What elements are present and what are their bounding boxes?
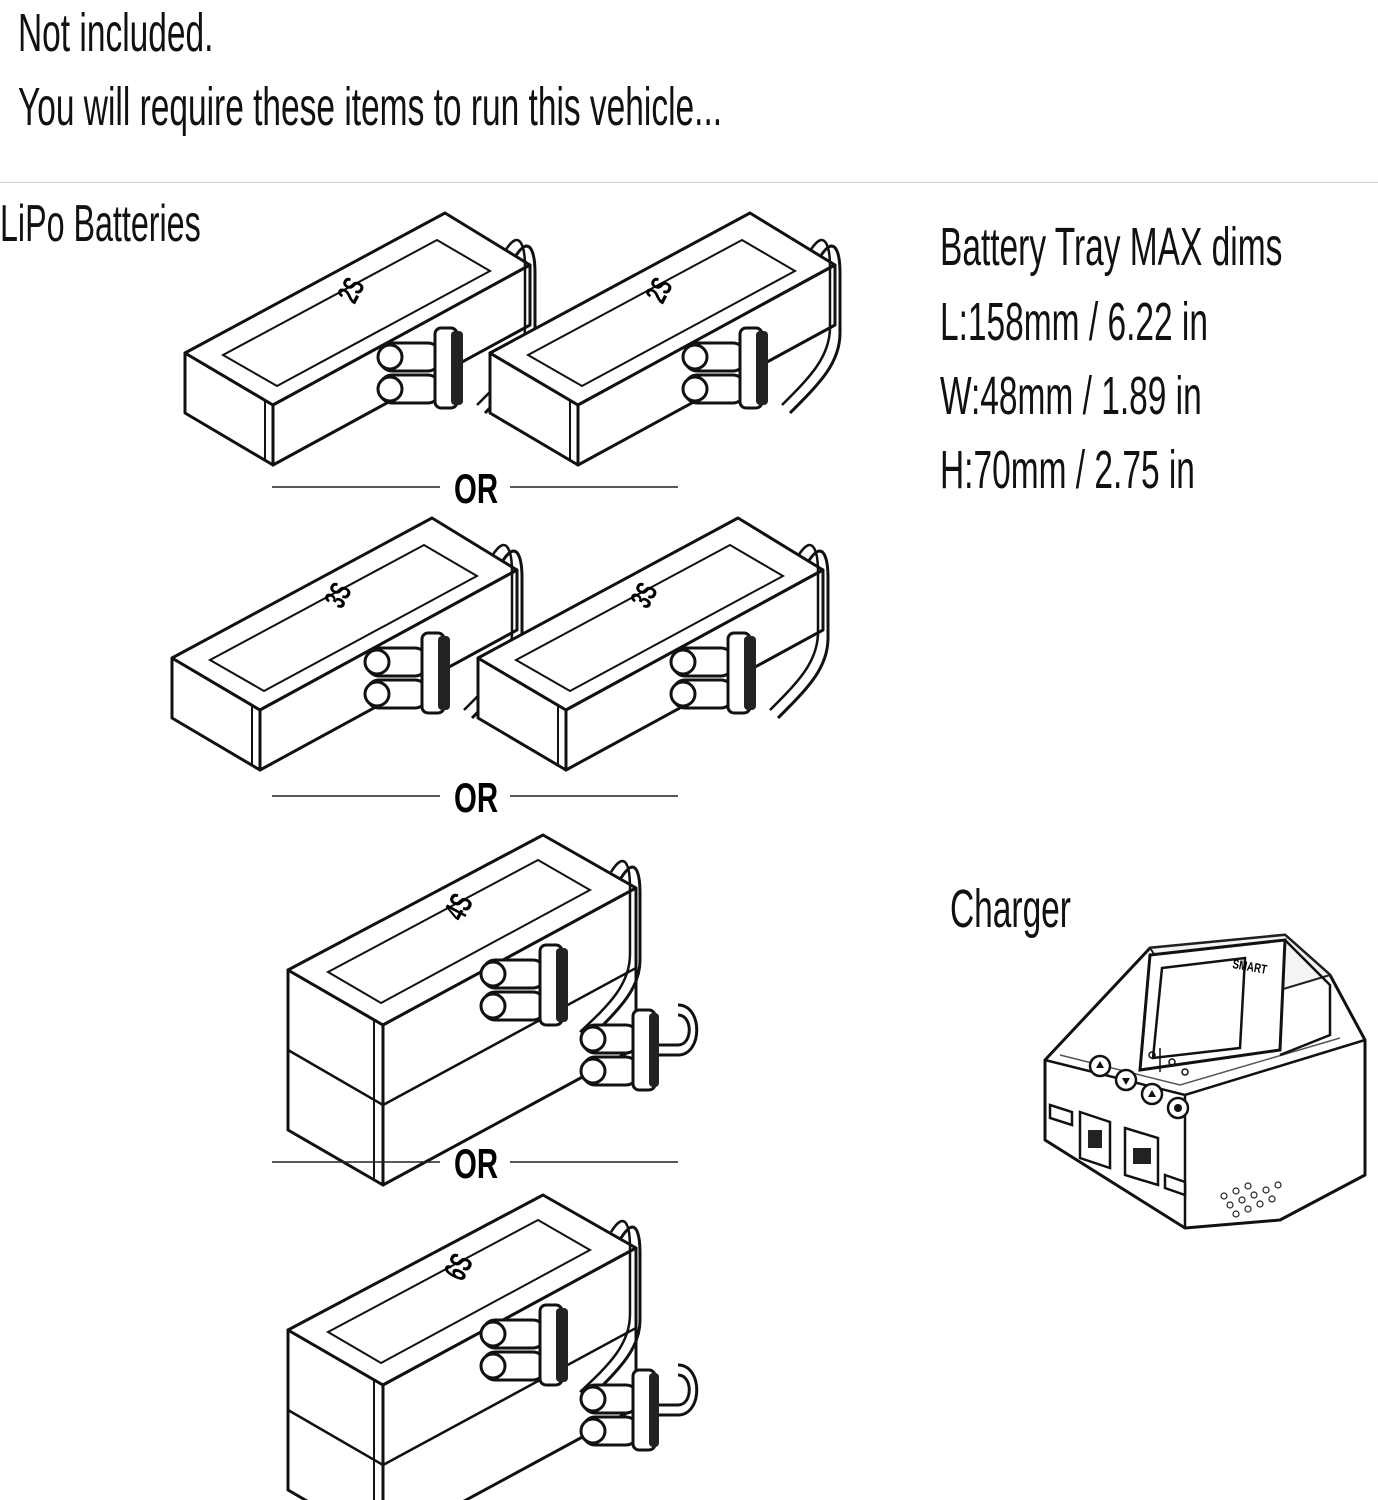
battery-4s: 4S [286, 833, 642, 1187]
or-label: OR [454, 1140, 498, 1188]
battery-2s-left: 2S [183, 211, 537, 467]
charger-vents [1220, 1181, 1282, 1218]
notice-not-included: Not included. [18, 3, 214, 63]
tray-dims-title: Battery Tray MAX dims [940, 217, 1283, 277]
tray-dim-length: L:158mm / 6.22 in [940, 292, 1208, 352]
charger-indicator-lights [1148, 1048, 1189, 1076]
charger-brand: SMART [1231, 958, 1267, 977]
charger-side-port [1048, 1103, 1074, 1127]
section-label-lipo-batteries: LiPo Batteries [0, 195, 201, 253]
or-label: OR [454, 774, 498, 822]
notice-requirement: You will require these items to run this… [18, 77, 723, 137]
header-divider [0, 182, 1378, 183]
charger-screen [1138, 938, 1287, 1072]
tray-dim-width: W:48mm / 1.89 in [940, 366, 1202, 426]
battery-2s-right: 2S [488, 211, 842, 467]
tray-dim-height: H:70mm / 2.75 in [940, 440, 1195, 500]
battery-6s: 6S [286, 1193, 642, 1500]
battery-3s-right: 3S [476, 516, 830, 772]
battery-3s-left: 3S [170, 516, 524, 772]
or-separator: OR [272, 1140, 678, 1188]
or-separator: OR [272, 774, 678, 822]
charger-side-port [1163, 1173, 1187, 1197]
or-label: OR [454, 465, 498, 513]
charger-illustration: SMART [1043, 933, 1367, 1230]
charger-label: Charger [950, 879, 1071, 939]
or-separator: OR [272, 465, 678, 513]
